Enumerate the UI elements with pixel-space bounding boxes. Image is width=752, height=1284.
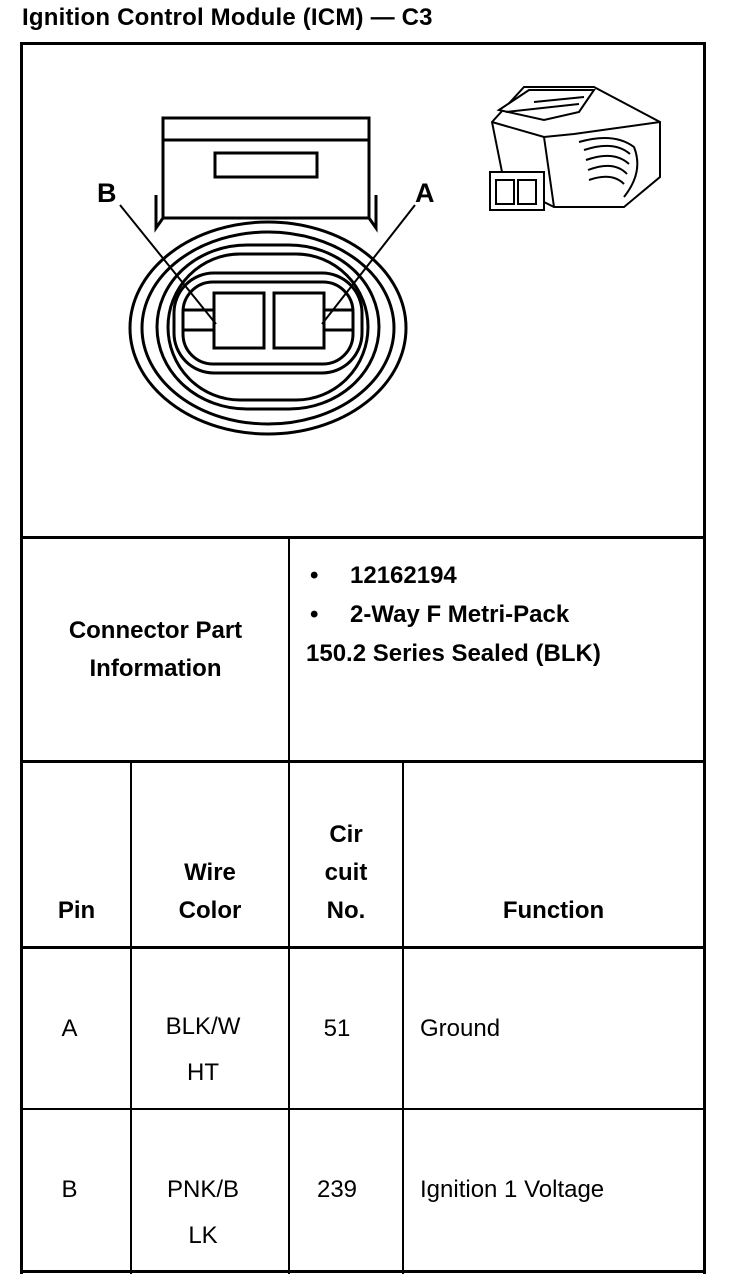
connector-isometric-diagram xyxy=(489,86,661,211)
row-wire-color: BLK/W HT xyxy=(132,1004,274,1094)
connector-face-diagram xyxy=(119,116,416,436)
row-wire-line1: BLK/W xyxy=(165,1013,241,1040)
header-circuit-line2: cuit xyxy=(324,859,368,886)
row-wire-color: PNK/B LK xyxy=(132,1167,274,1257)
description-line1: 2-Way F Metri-Pack xyxy=(350,601,570,628)
row-pin-value: B xyxy=(61,1176,78,1203)
page-title: Ignition Control Module (ICM) — C3 xyxy=(22,4,433,31)
row-circuit-value: 51 xyxy=(323,1014,351,1042)
connector-info-label: Connector Part Information xyxy=(23,539,288,760)
row-pin-value: A xyxy=(61,1014,78,1042)
header-pin: Pin xyxy=(23,763,130,946)
pin-b-label: B xyxy=(97,178,117,208)
connector-info-label-line1: Connector Part xyxy=(68,616,243,644)
description-line2: 150.2 Series Sealed (BLK) xyxy=(306,640,601,667)
row-wire-line2: HT xyxy=(187,1059,219,1086)
header-function-label: Function xyxy=(502,897,605,924)
row-wire-line1: PNK/B xyxy=(166,1176,240,1203)
header-circuit-no: Cir cuit No. xyxy=(290,763,402,946)
description-item: • 2-Way F Metri-Pack xyxy=(306,595,601,634)
header-wire-color: Wire Color xyxy=(132,763,288,946)
row-function-value: Ground xyxy=(420,1014,501,1042)
row-pin: A xyxy=(23,949,116,1108)
header-pin-label: Pin xyxy=(57,897,96,924)
row-circuit-value: 239 xyxy=(316,1176,358,1203)
row-pin: B xyxy=(23,1110,116,1270)
header-wire-line1: Wire xyxy=(184,859,236,886)
bullet-icon: • xyxy=(310,562,319,589)
header-function: Function xyxy=(404,763,703,946)
connector-info-label-line2: Information xyxy=(89,654,222,682)
row-function: Ground xyxy=(420,949,700,1108)
pin-a-label: A xyxy=(415,178,435,208)
bullet-icon: • xyxy=(310,601,319,628)
part-number: 12162194 xyxy=(350,562,457,589)
connector-info-details: • 12162194 • 2-Way F Metri-Pack 150.2 Seri… xyxy=(306,556,601,673)
row-function-value: Ignition 1 Voltage xyxy=(420,1176,605,1203)
row-function: Ignition 1 Voltage xyxy=(420,1110,700,1270)
header-circuit-line3: No. xyxy=(326,897,366,924)
header-circuit-line1: Cir xyxy=(329,821,363,848)
part-number-item: • 12162194 xyxy=(306,556,601,595)
header-wire-line2: Color xyxy=(178,897,242,924)
row-circuit: 51 xyxy=(290,949,384,1108)
row-circuit: 239 xyxy=(290,1110,384,1270)
row-wire-line2: LK xyxy=(188,1222,218,1249)
